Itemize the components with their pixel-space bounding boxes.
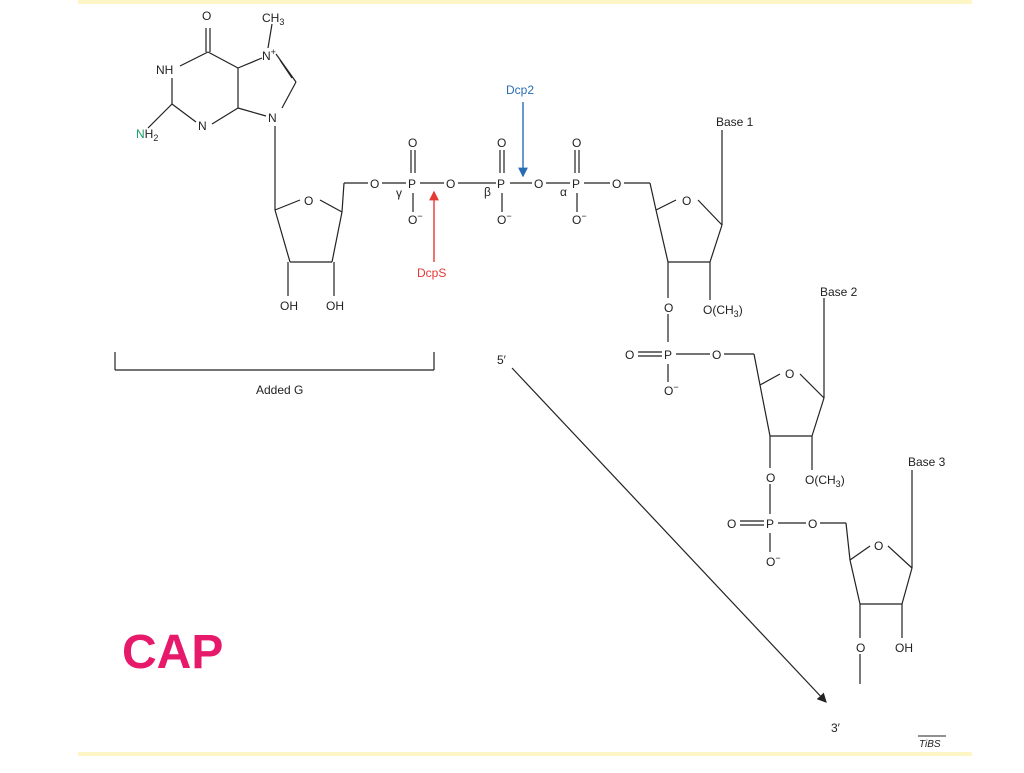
added-g-ring-o: O [304,194,313,208]
pd1-o-double: O [625,348,634,362]
pd2-o-double: O [727,517,736,531]
n7-label: N+ [262,47,276,63]
added-g-5-o: O [370,177,379,191]
pd1-o-link: O [712,348,721,362]
pd2-p: P [766,517,774,531]
nt1-ring-o: O [682,194,691,208]
nucleotide-1-sugar [649,130,723,342]
nt1-methoxy: O(CH3) [703,303,743,319]
nt2-methoxy: O(CH3) [805,473,845,489]
dcps-label: DcpS [417,266,446,280]
beta-p: P [497,177,505,191]
nt2-ring-o: O [785,367,794,381]
gamma-o-top: O [408,136,417,150]
pd1-p: P [664,348,672,362]
strand-direction-arrow [511,367,827,703]
credit-label: TiBS [919,739,941,750]
pd2-o-minus: O− [766,553,781,569]
gamma-p: P [408,177,416,191]
added-g-3oh: OH [326,299,344,313]
added-g-bracket [114,352,435,371]
alpha-symbol: α [560,185,567,199]
methyl-label: CH3 [262,11,284,27]
alpha-o-top: O [572,136,581,150]
beta-o-minus: O− [497,211,512,227]
nucleotide-2-sugar [753,298,825,514]
guanine-o6: O [202,9,211,23]
phosphodiester-1-bonds [638,351,754,382]
alpha-p: P [572,177,580,191]
pd2-o-link: O [808,517,817,531]
three-prime-label: 3′ [831,721,841,735]
added-g-label: Added G [256,383,303,397]
slide-title: CAP [122,626,223,679]
n1-label: NH [156,63,173,77]
nt3-base: Base 3 [908,455,946,469]
beta-alpha-bridge-o: O [534,177,543,191]
beta-o-top: O [497,136,506,150]
n9-label: N [268,111,277,125]
nt3-ring-o: O [874,539,883,553]
nt3-3-oh: OH [895,641,913,655]
triphosphate-bonds [382,150,650,212]
gamma-symbol: γ [396,186,402,200]
nt1-3-o: O [664,301,673,315]
gamma-beta-bridge-o: O [446,177,455,191]
nt1-base: Base 1 [716,115,754,129]
nh2-label: NH2 [136,127,158,143]
n3-label: N [198,119,207,133]
beta-symbol: β [484,185,491,199]
bottom-band [78,752,972,756]
nt2-base: Base 2 [820,285,858,299]
nucleotide-3-sugar [845,470,913,684]
dcp2-label: Dcp2 [506,83,534,97]
gamma-o-minus: O− [408,211,423,227]
nt3-3-o: O [856,641,865,655]
top-band [78,0,972,4]
phosphodiester-2-bonds [740,520,846,552]
alpha-o-minus: O− [572,211,587,227]
added-g-2oh: OH [280,299,298,313]
alpha-5-o: O [612,177,621,191]
five-prime-label: 5′ [497,353,507,367]
added-g-ribose [274,182,368,296]
pd1-o-minus: O− [664,382,679,398]
guanine-base [147,23,297,210]
nt2-3-o: O [766,471,775,485]
